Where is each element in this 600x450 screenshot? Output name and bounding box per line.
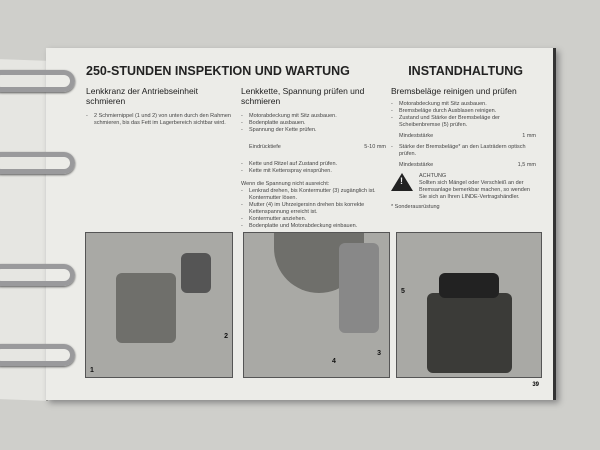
list-item: Kontermutter anziehen. (241, 216, 386, 223)
figure-label: 4 (332, 358, 336, 365)
subheading: Wenn die Spannung nicht ausreicht: (241, 181, 330, 187)
figure-brake: 5 (396, 232, 542, 378)
section-title: INSTANDHALTUNG (408, 64, 523, 78)
column-heading: Lenkkette, Spannung prüfen und schmieren (241, 86, 365, 106)
column-steering-ring: Lenkkranz der Antriebseinheit schmieren … (86, 86, 236, 127)
warning-title: ACHTUNG (419, 173, 447, 179)
column-heading: Lenkkranz der Antriebseinheit schmieren (86, 86, 198, 106)
figure-label: 5 (401, 288, 405, 295)
column-heading: Bremsbeläge reinigen und prüfen (391, 86, 517, 96)
spec-value: 1,5 mm (517, 162, 536, 168)
spec-row: Mindeststärke 1,5 mm (399, 162, 536, 169)
list-item: 2 Schmiernippel (1 und 2) von unten durc… (86, 113, 236, 127)
figure-label: 3 (377, 350, 381, 357)
list-item: Kette und Ritzel auf Zustand prüfen. (241, 161, 386, 168)
spec-value: 5-10 mm (364, 144, 386, 150)
spec-value: 1 mm (522, 133, 536, 139)
figure-label: 2 (224, 333, 228, 340)
binder-ring (0, 264, 75, 286)
binder-ring (0, 344, 75, 366)
page-number: 39 (532, 382, 539, 388)
spec-label: Mindeststärke (399, 133, 434, 139)
figure-steering-ring: 1 2 (85, 232, 233, 378)
list-item: Stärke der Bremsbeläge* an den Lasträder… (391, 144, 536, 158)
list-item: Zustand und Stärke der Bremsbeläge der S… (391, 115, 536, 129)
spec-row: Mindeststärke 1 mm (399, 133, 536, 140)
figure-steering-chain: 4 3 (243, 232, 390, 378)
list-item: Motorabdeckung mit Sitz ausbauen. (391, 101, 536, 108)
spec-label: Mindeststärke (399, 162, 434, 168)
manual-page: 250-STUNDEN INSPEKTION UND WARTUNG INSTA… (46, 48, 556, 400)
list-item: Lenkrad drehen, bis Kontermutter (3) zug… (241, 188, 386, 202)
list-item: Kette mit Kettenspray einsprühen. (241, 168, 386, 175)
spec-label: Eindrücktiefe (249, 144, 281, 150)
list-item: Bodenplatte ausbauen. (241, 120, 386, 127)
spec-row: Eindrücktiefe 5-10 mm (249, 144, 386, 151)
list-item: Mutter (4) im Uhrzeigersinn drehen bis k… (241, 202, 386, 216)
list-item: Bremsbeläge durch Ausblasen reinigen. (391, 108, 536, 115)
column-brake-pads: Bremsbeläge reinigen und prüfen Motorabd… (391, 86, 536, 211)
warning-icon: ! (391, 173, 413, 191)
warning-text: Sollten sich Mängel oder Verschleiß an d… (419, 180, 530, 200)
page-title: 250-STUNDEN INSPEKTION UND WARTUNG (86, 64, 350, 78)
column-steering-chain: Lenkkette, Spannung prüfen und schmieren… (241, 86, 386, 230)
list-item: Bodenplatte und Motorabdeckung einbauen. (241, 223, 386, 230)
figure-label: 1 (90, 367, 94, 374)
binder-ring (0, 152, 75, 174)
footnote: * Sonderausrüstung (391, 204, 440, 210)
list-item: Motorabdeckung mit Sitz ausbauen. (241, 113, 386, 120)
binder-ring (0, 70, 75, 92)
list-item: Spannung der Kette prüfen. (241, 127, 386, 134)
